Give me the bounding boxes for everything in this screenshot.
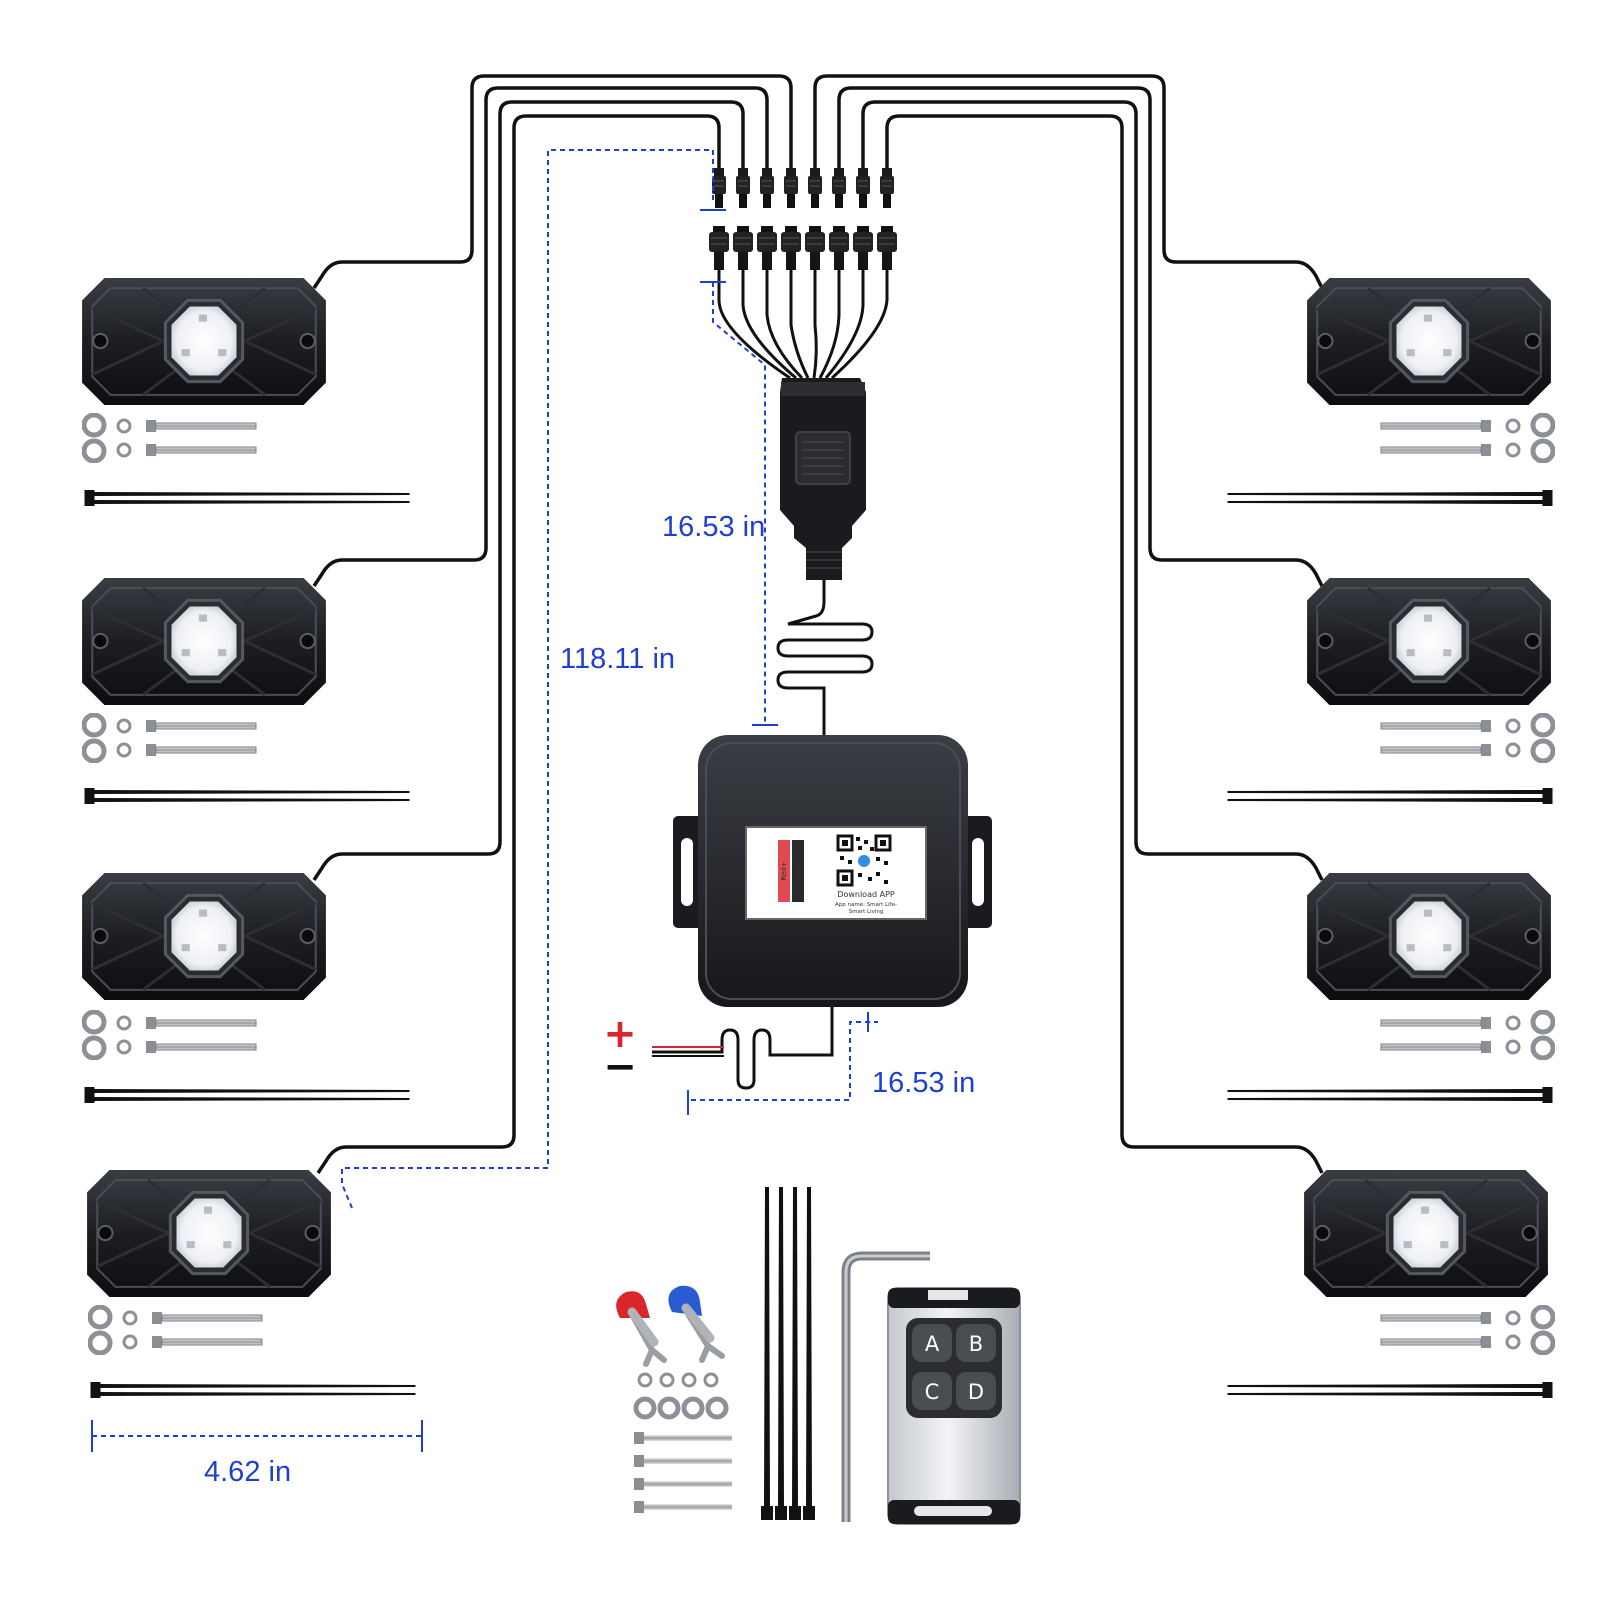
harness-fan-wires [717, 268, 889, 380]
hardware-set-8 [1381, 1307, 1553, 1353]
cable-tie-icon [84, 1087, 410, 1103]
remote-button-b-label: B [969, 1332, 983, 1356]
cable-tie-icon [84, 788, 410, 804]
cable-tie-icon [1227, 1087, 1553, 1103]
rock-light-pod-5 [1307, 278, 1551, 405]
dimension-lines [91, 149, 878, 1452]
hex-key-icon [841, 1251, 930, 1522]
hardware-set-5 [1381, 415, 1553, 461]
remote-control-icon [887, 1287, 1021, 1525]
harness-connectors-top [711, 168, 895, 208]
rock-light-pod-4 [87, 1170, 331, 1297]
controller-cable [776, 580, 874, 736]
controller-app-name-1: App name: Smart Life- [835, 902, 897, 908]
dimension-extension-length: 118.11 in [560, 643, 675, 675]
rock-light-pod-2 [82, 578, 326, 705]
rock-light-pod-8 [1304, 1170, 1548, 1297]
rock-light-pod-3 [82, 873, 326, 1000]
qr-code-icon [836, 834, 893, 887]
power-lead [652, 1007, 834, 1090]
controller-app-name-2: Smart Living [849, 909, 884, 915]
controller-box-icon: Red+ Black- Download APP App name: Smart… [673, 735, 992, 1007]
harness-connectors-bottom [709, 226, 897, 270]
screw-set-icon [634, 1432, 732, 1513]
washer-set-icon [633, 1372, 729, 1420]
hardware-set-4 [90, 1307, 262, 1353]
power-negative-label: − [603, 1044, 637, 1090]
cable-tie-icon [84, 490, 410, 506]
hardware-set-3 [84, 1012, 256, 1058]
controller-download-text: Download APP [837, 890, 895, 899]
remote-button-a-label: A [925, 1332, 940, 1356]
remote-button-d[interactable]: D [956, 1372, 996, 1410]
controller-label-red: Red+ [780, 861, 788, 880]
dimension-power-lead-length: 16.53 in [872, 1067, 975, 1099]
hardware-set-7 [1381, 1012, 1553, 1058]
spade-terminal-icon [616, 1291, 667, 1367]
rock-light-pod-6 [1307, 578, 1551, 705]
hardware-set-2 [84, 715, 256, 761]
remote-button-c-label: C [925, 1380, 940, 1404]
cable-tie-icon [1227, 490, 1553, 506]
rock-light-pod-1 [82, 278, 326, 405]
hardware-set-6 [1381, 715, 1553, 761]
dimension-harness-length: 16.53 in [662, 511, 765, 543]
remote-button-a[interactable]: A [912, 1324, 952, 1362]
cable-tie-vertical-icon [761, 1187, 815, 1520]
rock-light-pod-7 [1307, 873, 1551, 1000]
controller-label-black: Black- [794, 860, 802, 882]
harness-plug-icon [780, 378, 866, 580]
spade-terminal-icon [668, 1285, 725, 1363]
remote-button-c[interactable]: C [912, 1372, 952, 1410]
power-positive-label: + [603, 1011, 637, 1057]
remote-button-b[interactable]: B [956, 1324, 996, 1362]
dimension-pod-width: 4.62 in [204, 1456, 291, 1488]
hardware-set-1 [84, 415, 256, 461]
remote-button-d-label: D [968, 1380, 984, 1404]
cable-tie-icon [1227, 1382, 1553, 1398]
cable-tie-icon [90, 1382, 416, 1398]
cable-tie-icon [1227, 788, 1553, 804]
pod-wires [312, 74, 1324, 1174]
